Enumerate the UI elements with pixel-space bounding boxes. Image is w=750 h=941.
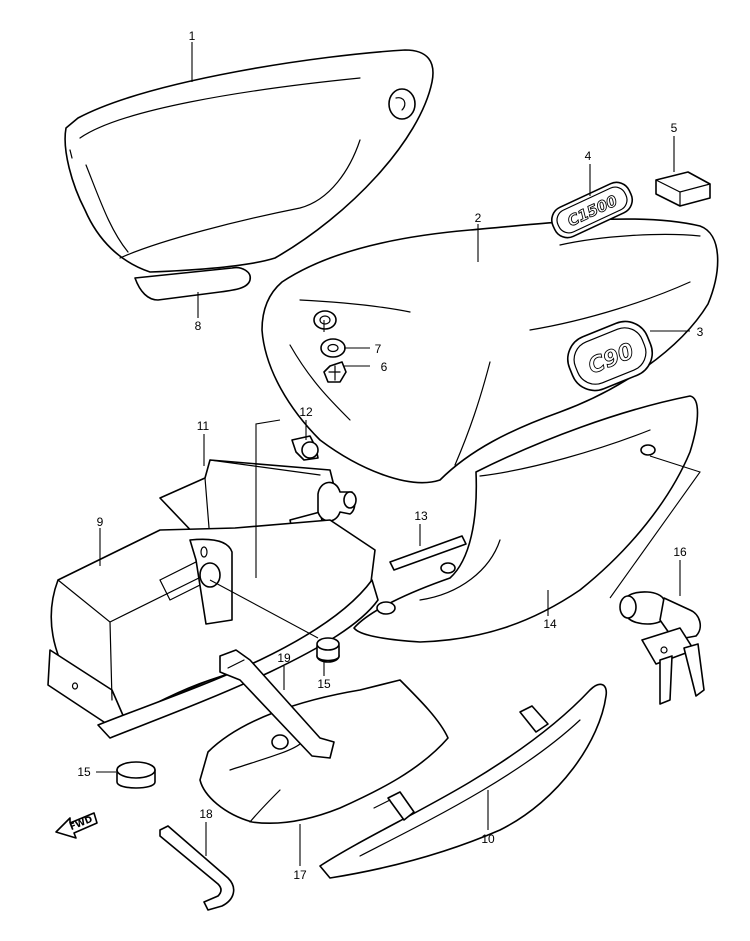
part-5-pad: [655, 171, 711, 207]
part-9-tray: [47, 519, 379, 739]
part-16-key-lock: [619, 591, 705, 705]
callout-13: 13: [414, 509, 428, 523]
callout-16: 16: [673, 545, 687, 559]
fwd-arrow-icon: FWD: [55, 812, 98, 839]
part-15-grommet-lower: [116, 761, 156, 789]
leader-lines: [96, 42, 701, 866]
callout-1: 1: [189, 29, 196, 43]
callout-14: 14: [543, 617, 557, 631]
callout-12: 12: [299, 405, 313, 419]
callout-10: 10: [481, 832, 495, 846]
callout-11: 11: [197, 419, 210, 433]
callout-2: 2: [475, 211, 482, 225]
callout-6: 6: [381, 360, 388, 374]
part-12-bolt: [291, 435, 319, 461]
callout-4: 4: [585, 149, 592, 163]
part-3-emblem: C90: [567, 320, 653, 392]
part-13-rod: [389, 535, 467, 571]
callout-labels: 1 2 3 4 5 6 7 8 9 10 11 12 13 14 15 15 1…: [77, 29, 703, 882]
callout-9: 9: [97, 515, 104, 529]
callout-18: 18: [199, 807, 213, 821]
callout-8: 8: [195, 319, 202, 333]
part-6-screw: [323, 361, 347, 383]
part-18-hex-key: [159, 825, 235, 911]
part-1-side-cover: [64, 49, 434, 301]
part-10-lower-cover: [319, 683, 608, 879]
callout-3: 3: [697, 325, 704, 339]
part-7-washer: [320, 338, 346, 358]
part-19-strap: [219, 649, 335, 759]
callout-19: 19: [277, 651, 291, 665]
callout-7: 7: [375, 342, 382, 356]
callout-5: 5: [671, 121, 678, 135]
part-15-grommet-upper: [316, 637, 340, 663]
callout-15-lower: 15: [77, 765, 91, 779]
callout-17: 17: [293, 868, 307, 882]
part-2-side-cover: [261, 218, 719, 484]
callout-15-upper: 15: [317, 677, 331, 691]
